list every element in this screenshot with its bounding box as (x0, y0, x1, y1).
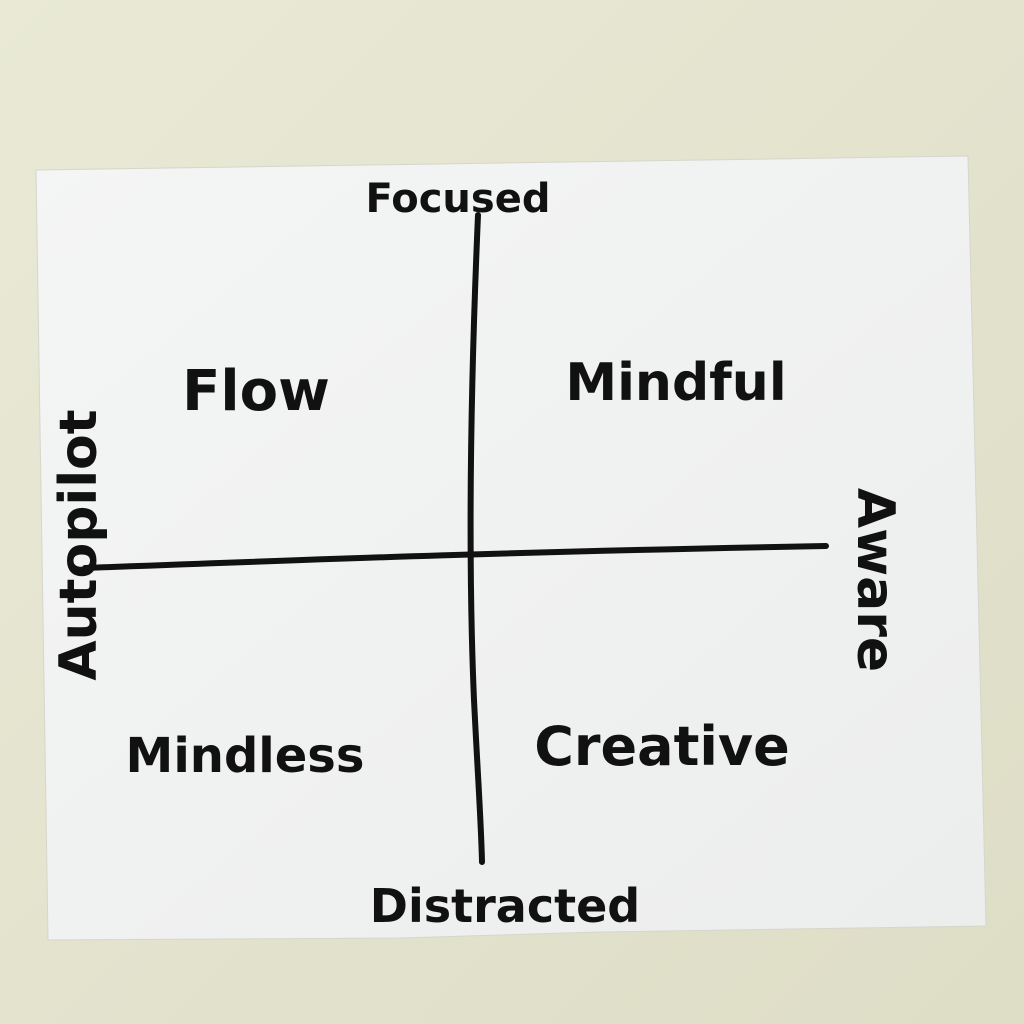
axis-label-bottom: Distracted (370, 879, 640, 933)
axis-label-left: Autopilot (49, 409, 109, 680)
vertical-axis-line (467, 212, 485, 865)
paper-sheet (35, 155, 987, 941)
axis-label-right: Aware (845, 488, 905, 672)
quadrant-label-mindless: Mindless (126, 728, 365, 784)
quadrant-label-creative: Creative (534, 715, 789, 778)
axis-label-top: Focused (366, 176, 551, 222)
horizontal-axis-line (82, 543, 829, 571)
quadrant-label-flow: Flow (182, 359, 330, 424)
quadrant-label-mindful: Mindful (565, 353, 786, 413)
